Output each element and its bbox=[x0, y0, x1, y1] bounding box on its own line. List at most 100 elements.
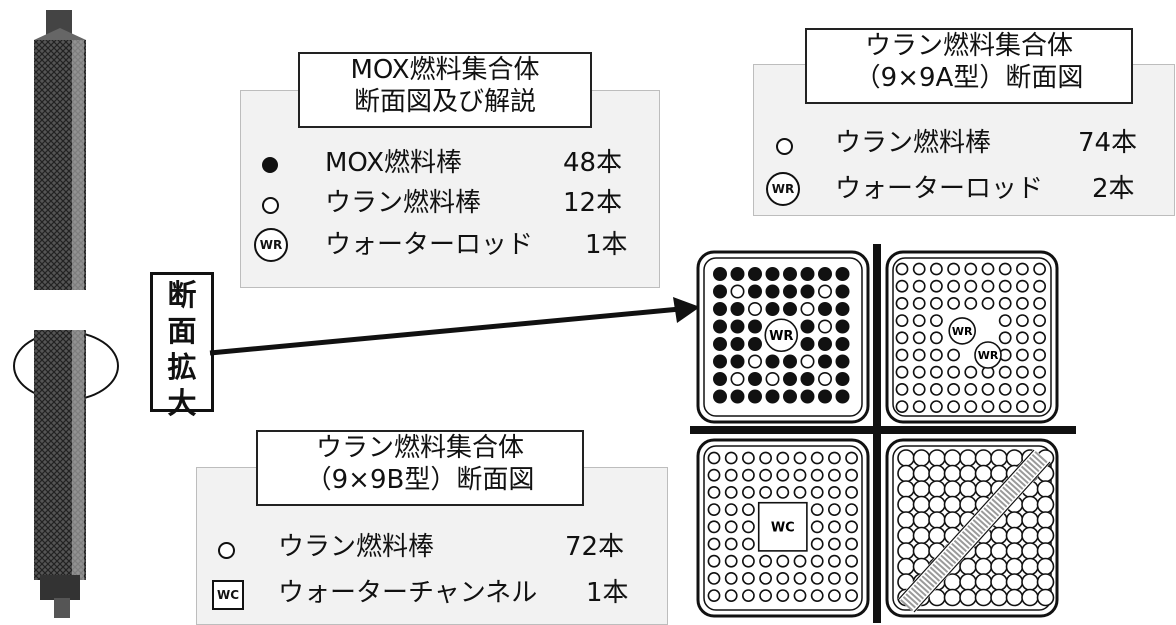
uranium-rod bbox=[1021, 588, 1039, 607]
uranium-rod bbox=[1015, 348, 1029, 362]
uranium-rod bbox=[1033, 262, 1046, 276]
mox-panel-title: MOX燃料集合体 断面図及び解説 bbox=[298, 52, 592, 128]
uranium-rod bbox=[974, 449, 993, 467]
uranium-rod bbox=[947, 297, 960, 310]
uranium-rod bbox=[1036, 573, 1055, 591]
uranium-rod bbox=[981, 400, 995, 413]
uranium-rod bbox=[964, 279, 978, 293]
uranium-rod bbox=[943, 464, 962, 483]
uranium-rod bbox=[724, 451, 738, 465]
water-channel-icon: WC bbox=[212, 580, 244, 610]
uranium-rod bbox=[998, 297, 1012, 310]
uranium-rod bbox=[724, 485, 738, 499]
uranium-rod bbox=[827, 451, 841, 465]
rod-label: WR bbox=[952, 325, 973, 338]
uranium-rod bbox=[742, 554, 755, 568]
uranium-rod bbox=[810, 571, 824, 585]
uranium-rod bbox=[998, 365, 1012, 379]
uranium-rod bbox=[974, 557, 993, 576]
uranium-rod bbox=[990, 449, 1008, 467]
callout-arrow bbox=[209, 297, 700, 356]
uranium-rod bbox=[1015, 279, 1029, 293]
uranium-rod bbox=[928, 511, 946, 529]
uranium-rod bbox=[810, 589, 824, 602]
uranium-rod bbox=[981, 382, 995, 396]
legend-label: ウラン燃料棒 bbox=[325, 188, 482, 218]
legend-count: 2本 bbox=[1092, 174, 1135, 204]
mox-rod bbox=[712, 284, 727, 299]
uranium-rod bbox=[912, 348, 926, 362]
uranium-rod bbox=[793, 589, 807, 602]
uranium-rod bbox=[912, 365, 926, 379]
mox-rod bbox=[730, 354, 745, 369]
uranium-rod bbox=[928, 449, 946, 467]
uranium-rod bbox=[724, 571, 738, 585]
uranium-rod bbox=[776, 485, 790, 499]
uranium-rod bbox=[827, 589, 841, 602]
uranium-rod bbox=[929, 365, 943, 379]
uranium-rod bbox=[912, 331, 926, 345]
mox-rod bbox=[835, 354, 850, 369]
water-rod bbox=[974, 341, 1002, 369]
uranium-a-panel-title: ウラン燃料集合体 （9×9A型）断面図 bbox=[805, 28, 1133, 104]
uranium-rod bbox=[742, 537, 755, 551]
uranium-rod bbox=[974, 464, 993, 483]
uranium-rod bbox=[818, 372, 833, 387]
mox-rod bbox=[818, 337, 833, 352]
uranium-rod bbox=[818, 284, 833, 299]
uranium-rod bbox=[759, 589, 772, 602]
mox-rod bbox=[783, 372, 798, 387]
uranium-rod bbox=[947, 262, 960, 276]
uranium-rod bbox=[998, 400, 1012, 413]
uranium-rod bbox=[990, 464, 1008, 483]
uranium-rod bbox=[943, 588, 962, 607]
uranium-rod bbox=[793, 571, 807, 585]
uranium-rod bbox=[964, 382, 978, 396]
uranium-rod bbox=[1036, 495, 1055, 514]
mox-rod bbox=[747, 337, 762, 352]
uranium-rod bbox=[827, 468, 841, 482]
uranium-rod bbox=[730, 284, 745, 299]
uranium-rod bbox=[964, 262, 978, 276]
channel-band-fill bbox=[900, 450, 1048, 612]
uranium-rod bbox=[707, 571, 721, 585]
uranium-rod bbox=[929, 400, 943, 413]
mox-rod bbox=[712, 372, 727, 387]
mox-rod bbox=[712, 266, 727, 281]
uranium-rod bbox=[929, 297, 943, 310]
uranium-rod bbox=[845, 485, 858, 499]
mox-rod bbox=[765, 301, 780, 316]
uranium-rod bbox=[947, 400, 960, 413]
uranium-b-panel-title: ウラン燃料集合体 （9×9B型）断面図 bbox=[256, 430, 584, 506]
water-rod bbox=[764, 318, 799, 353]
uranium-rod bbox=[895, 382, 909, 396]
uranium-rod bbox=[1005, 573, 1024, 591]
legend-label: ウォーターチャンネル bbox=[278, 578, 538, 608]
legend-count: 48本 bbox=[563, 148, 623, 178]
open-circle-icon bbox=[262, 197, 279, 214]
uranium-rod bbox=[742, 468, 755, 482]
uranium-rod bbox=[895, 365, 909, 379]
uranium-rod bbox=[759, 485, 772, 499]
uranium-rod bbox=[974, 542, 993, 560]
uranium-rod bbox=[810, 485, 824, 499]
uranium-rod bbox=[929, 348, 943, 362]
uranium-rod bbox=[707, 503, 721, 516]
uranium-rod bbox=[928, 526, 946, 545]
uranium-rod bbox=[897, 449, 915, 467]
legend-count: 1本 bbox=[585, 230, 628, 260]
uranium-rod bbox=[912, 382, 926, 396]
uranium-rod bbox=[1033, 331, 1046, 345]
uranium-rod bbox=[1036, 526, 1055, 545]
uranium-rod bbox=[1005, 511, 1024, 529]
uranium-rod bbox=[895, 331, 909, 345]
uranium-rod bbox=[981, 297, 995, 310]
uranium-rod bbox=[747, 301, 762, 316]
uranium-rod bbox=[912, 464, 931, 483]
uranium-rod bbox=[827, 537, 841, 551]
uranium-rod bbox=[810, 537, 824, 551]
water-rod-icon: WR bbox=[254, 228, 288, 262]
uranium-rod bbox=[929, 262, 943, 276]
uranium-rod bbox=[759, 571, 772, 585]
